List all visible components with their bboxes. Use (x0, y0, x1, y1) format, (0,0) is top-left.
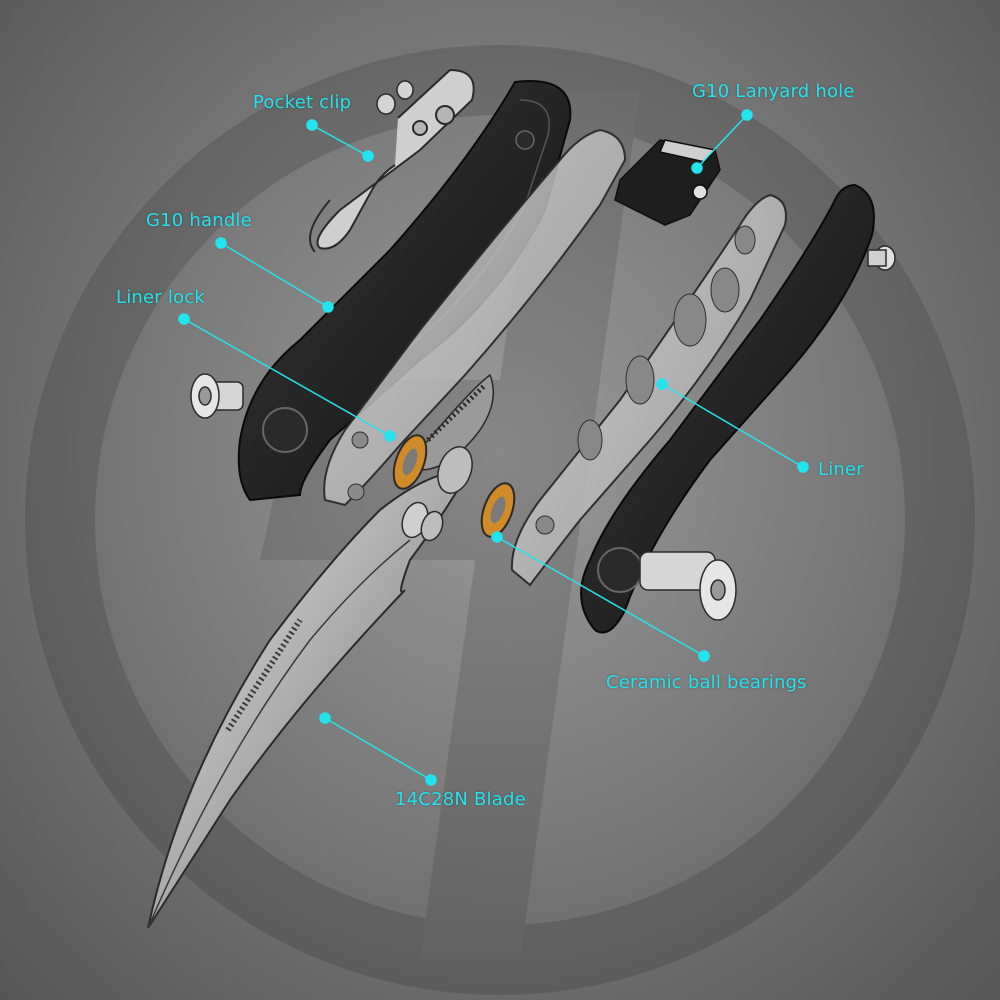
handle-screw-top-right (867, 245, 896, 271)
liner-left (323, 128, 627, 507)
leader-pocket-clip (306, 119, 374, 162)
leader-liner-lock (178, 313, 396, 442)
callout-leaders (178, 109, 809, 786)
leader-liner (656, 378, 809, 473)
leader-bearings (491, 531, 710, 662)
g10-lanyard-backspacer (614, 139, 721, 226)
ceramic-bearing-right (480, 482, 516, 538)
pocket-clip (309, 68, 475, 253)
pivot-screw-right (639, 551, 737, 621)
pivot-screw-left (190, 373, 244, 419)
callout-g10-handle: G10 handle (146, 210, 252, 231)
clip-screws (376, 80, 414, 115)
callout-liner-lock: Liner lock (116, 287, 205, 308)
callout-g10-lanyard-hole: G10 Lanyard hole (692, 81, 855, 102)
leader-g10-handle (215, 237, 334, 313)
callout-blade: 14C28N Blade (395, 789, 526, 810)
leader-blade (319, 712, 437, 786)
callout-liner: Liner (818, 459, 864, 480)
g10-handle-right (580, 183, 875, 634)
callout-ceramic-ball-bearings: Ceramic ball bearings (606, 672, 807, 693)
callout-pocket-clip: Pocket clip (253, 92, 352, 113)
pivot-bushing (401, 446, 473, 542)
leader-lanyard-hole (691, 109, 753, 174)
ceramic-bearing-left (392, 434, 428, 490)
liner-right (510, 193, 787, 587)
